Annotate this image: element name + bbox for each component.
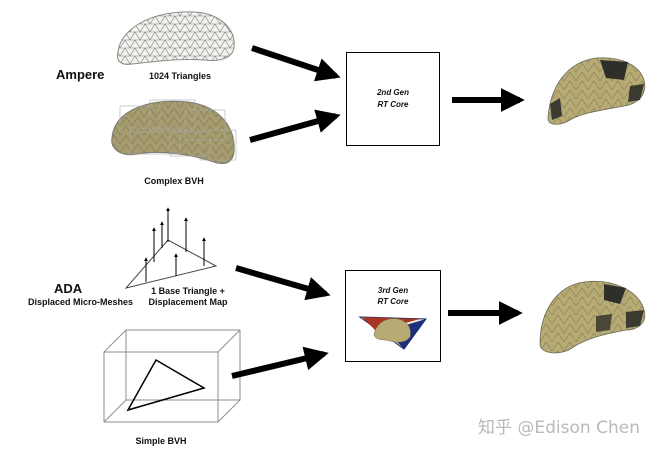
rt-core-2nd-gen-line1: 2nd Gen	[376, 88, 409, 97]
rt-core-3rd-gen-line1: 3rd Gen	[377, 286, 409, 295]
rt-core-2nd-gen-box: 2nd Gen RT Core	[346, 52, 440, 146]
simple-bvh-cube-icon	[103, 329, 241, 423]
rt-core-2nd-gen-line2: RT Core	[377, 100, 409, 109]
ampere-title: Ampere	[56, 67, 105, 82]
watermark-text: 知乎 @Edison Chen	[478, 418, 640, 438]
arrow-triangles-to-core	[251, 45, 341, 82]
rt-core-3rd-gen-line2: RT Core	[377, 297, 409, 306]
micro-mesh-thumbnail-icon	[358, 316, 427, 350]
arrow-bvh-to-core	[249, 109, 341, 143]
ada-title: ADA	[54, 281, 83, 296]
rendered-mesh-result-bottom-icon	[539, 280, 646, 354]
rt-core-3rd-gen-box: 3rd Gen RT Core	[345, 270, 441, 362]
displacement-triangle-icon	[124, 207, 218, 289]
rendered-mesh-result-top-icon	[547, 57, 646, 125]
complex-bvh-mesh-icon	[111, 99, 237, 165]
wireframe-mesh-icon	[117, 11, 235, 65]
arrow-base-triangle-to-core	[235, 265, 331, 301]
complex-bvh-label: Complex BVH	[144, 176, 204, 186]
ada-subtitle: Displaced Micro-Meshes	[28, 297, 134, 307]
simple-bvh-label: Simple BVH	[135, 436, 187, 446]
base-triangle-label-line2: Displacement Map	[148, 297, 228, 307]
base-triangle-label-line1: 1 Base Triangle +	[151, 286, 225, 296]
arrow-simple-bvh-to-core	[231, 346, 329, 379]
triangles-label: 1024 Triangles	[148, 71, 212, 81]
